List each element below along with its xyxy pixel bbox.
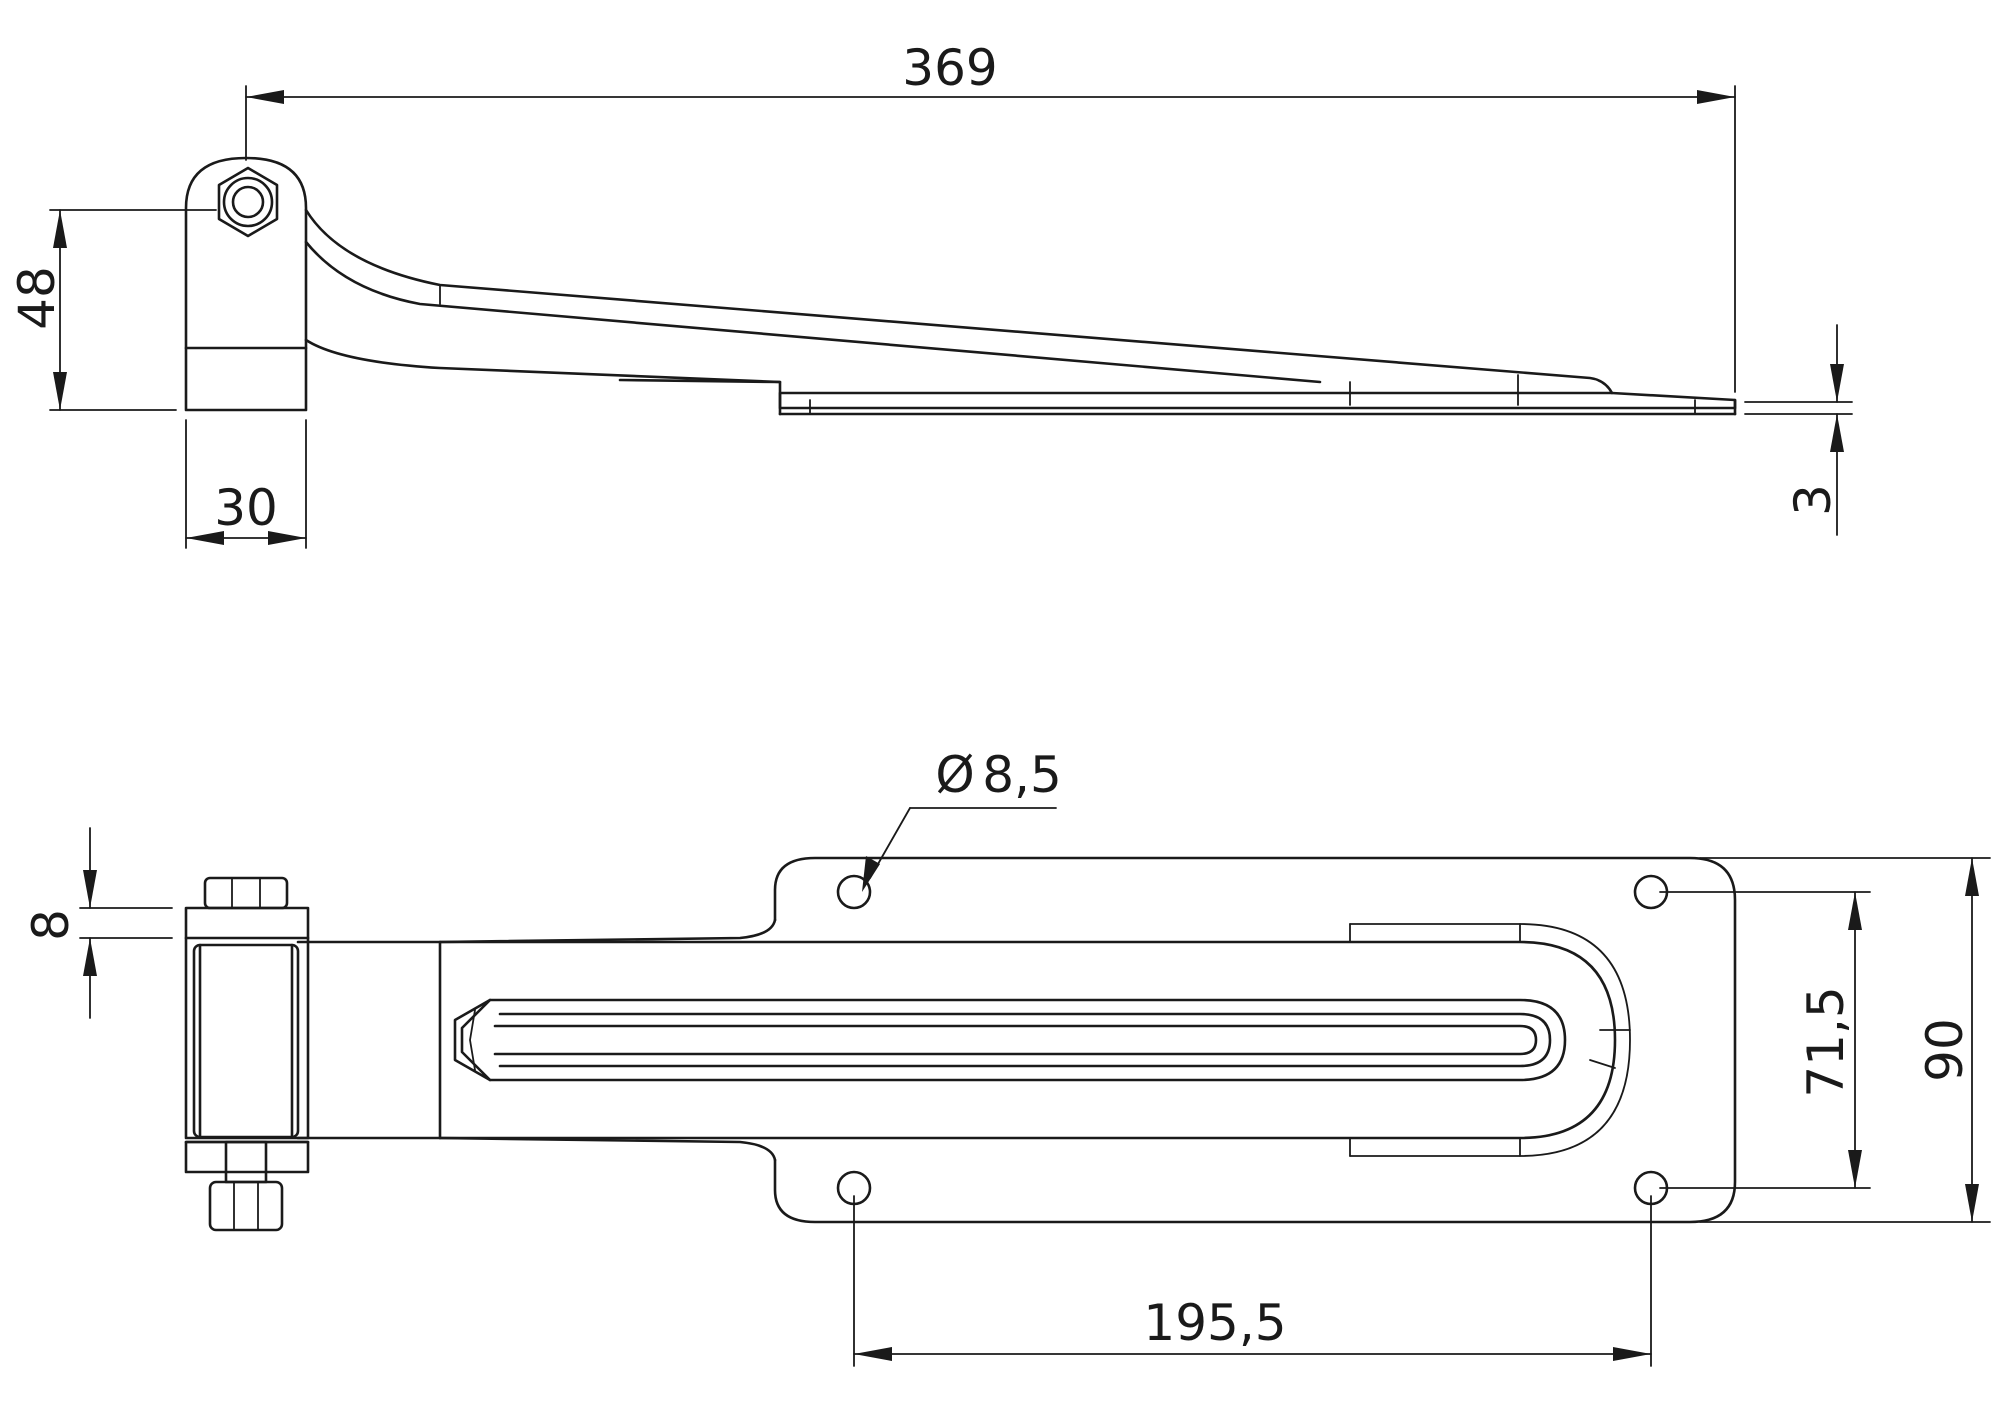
plate-neck-top [438,918,777,944]
dim-hole-diameter: Ø 8,5 [862,746,1062,892]
dim-hole-diameter-symbol: Ø [935,746,974,804]
dim-hole-diameter-label: 8,5 [982,746,1062,804]
dim-thickness: 3 [1744,324,1853,536]
dim-bolt-label: 8 [22,909,80,941]
plate-neck-bottom [438,1136,777,1162]
bottom-nut [208,1180,284,1232]
dim-plate-width: 90 [1699,857,1991,1223]
nut-hex [217,166,279,238]
bolt-washer [184,1140,310,1174]
rib-tip [460,998,492,1082]
rib-outer [453,998,1567,1082]
rib-inner [493,1024,1538,1056]
knuckle-barrel [192,943,300,1139]
nut-ring [222,176,274,228]
strap-arm-upper [304,208,1614,395]
bolt-shank [224,1140,268,1184]
dim-height: 48 [8,209,217,411]
strap-outline [296,940,1617,1140]
strap-mark-right-2 [1589,1059,1616,1069]
dim-width-label: 30 [214,479,278,537]
rib-tip-inner [469,1009,476,1071]
knuckle-frame [184,906,310,1140]
dim-hole-spacing-horizontal-label: 195,5 [1143,1294,1286,1352]
side-view [184,156,1737,416]
bolt-head [203,876,289,910]
base-plate [618,378,1737,410]
dim-thickness-label: 3 [1784,484,1842,516]
knuckle-block [184,156,308,412]
strap-arm-inner [304,240,1322,384]
dim-hole-spacing-vertical-label: 71,5 [1797,986,1855,1097]
plate-outline [773,856,1737,1224]
dim-hole-spacing-vertical: 71,5 [1659,891,1871,1189]
bolt-core [231,185,265,219]
dim-bolt: 8 [22,827,173,1019]
dim-length: 369 [245,39,1736,393]
top-view [184,856,1737,1232]
mount-hole-top-left [836,874,872,910]
dim-width: 30 [185,419,307,549]
dim-plate-width-label: 90 [1916,1018,1974,1082]
dim-length-label: 369 [902,39,997,97]
dim-hole-spacing-horizontal: 195,5 [853,1195,1652,1367]
strap-outline-inner [1349,923,1631,1157]
rib-mid [498,1012,1552,1068]
strap-arm-lower [304,338,782,384]
dim-height-label: 48 [8,266,66,330]
